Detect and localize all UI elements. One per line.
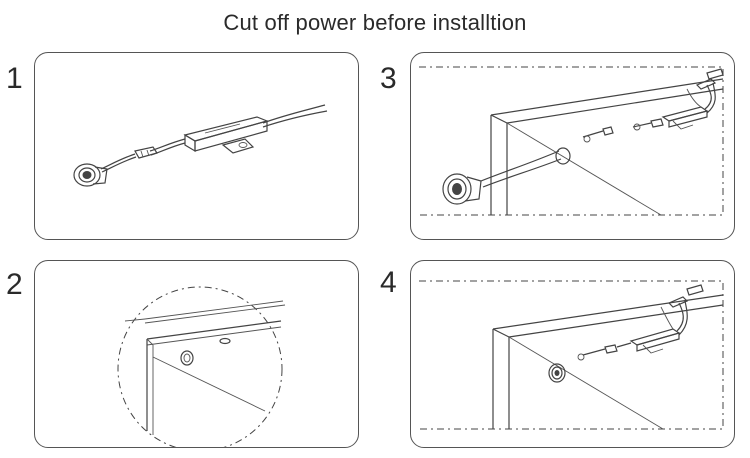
step-1-panel [34, 52, 359, 240]
step-number-1: 1 [6, 62, 23, 95]
step-4-illustration [419, 280, 724, 430]
step-1-illustration [73, 104, 328, 187]
page-title: Cut off power before installtion [223, 10, 527, 35]
step-3-illustration [419, 66, 724, 216]
step-3-panel [410, 52, 735, 240]
step-number-4: 4 [380, 266, 397, 299]
step-2-illustration [117, 286, 286, 447]
step-4-panel [410, 260, 735, 448]
step-number-3: 3 [380, 62, 397, 95]
step-number-2: 2 [6, 268, 23, 301]
step-2-panel [34, 260, 359, 448]
